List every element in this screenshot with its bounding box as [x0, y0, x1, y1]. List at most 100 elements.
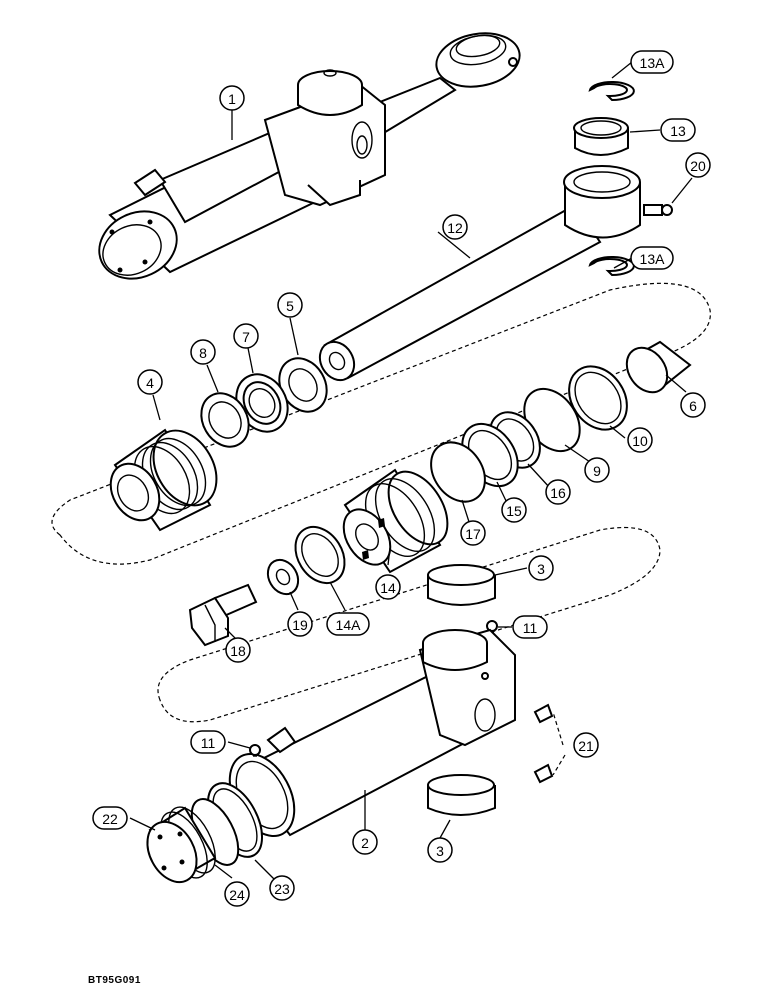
callout-12-marker: [442, 214, 468, 240]
callout-11-marker: [512, 615, 548, 639]
assembly-outline-upper: [51, 282, 711, 565]
callout-17: 17: [460, 520, 486, 546]
callout-1: 1: [219, 85, 245, 111]
callout-8-label: 8: [199, 345, 207, 361]
callout-13: 13: [660, 118, 696, 142]
callout-13a: 13A: [630, 50, 674, 74]
callout-5-label: 5: [286, 298, 294, 314]
callout-10-label: 10: [632, 433, 648, 449]
callout-18: 18: [225, 637, 251, 663]
callout-3-label: 3: [537, 561, 545, 577]
callout-19-marker: [287, 611, 313, 637]
part-7-wiper: [235, 373, 289, 433]
callout-14: 14: [375, 574, 401, 600]
callout-24-label: 24: [229, 887, 245, 903]
callout-7-marker: [233, 323, 259, 349]
callout-13a-marker: [630, 246, 674, 270]
part-13A-snap-ring-upper: [588, 81, 635, 102]
callout-14-marker: [375, 574, 401, 600]
callout-3: 3: [528, 555, 554, 581]
callout-10-marker: [627, 427, 653, 453]
callout-9: 9: [584, 457, 610, 483]
part-8-backup-ring: [200, 392, 250, 448]
callout-10: 10: [627, 427, 653, 453]
part-3-bushing-lower: [427, 774, 496, 816]
part-14A-ring: [294, 526, 346, 584]
part-4-gland: [109, 428, 218, 532]
callout-24: 24: [224, 881, 250, 907]
part-12-piston-rod: [318, 165, 673, 382]
callout-9-marker: [584, 457, 610, 483]
callout-2: 2: [352, 829, 378, 855]
part-21-plugs: [533, 703, 554, 784]
callout-6-marker: [680, 392, 706, 418]
callout-23-marker: [269, 875, 295, 901]
callout-20-marker: [685, 152, 711, 178]
callout-21-label: 21: [578, 738, 594, 754]
callout-13a-label: 13A: [640, 55, 666, 71]
callout-17-label: 17: [465, 526, 481, 542]
callout-5: 5: [277, 292, 303, 318]
callout-3-marker: [427, 837, 453, 863]
callout-14a-marker: [326, 612, 370, 636]
callout-4: 4: [137, 369, 163, 395]
callout-18-marker: [225, 637, 251, 663]
callout-23: 23: [269, 875, 295, 901]
callout-18-label: 18: [230, 643, 246, 659]
callout-17-marker: [460, 520, 486, 546]
callout-13a-label: 13A: [640, 251, 666, 267]
callout-7-label: 7: [242, 329, 250, 345]
callout-14a: 14A: [326, 612, 370, 636]
part-3-bushing-upper: [427, 564, 496, 606]
part-13A-snap-ring-lower: [588, 256, 635, 277]
callout-19-label: 19: [292, 617, 308, 633]
callout-20: 20: [685, 152, 711, 178]
callout-11: 11: [512, 615, 548, 639]
leader-lines: [129, 61, 693, 881]
callout-22-label: 22: [102, 811, 118, 827]
callout-1-marker: [219, 85, 245, 111]
callout-23-label: 23: [274, 881, 290, 897]
callout-13-label: 13: [670, 123, 686, 139]
callout-16: 16: [545, 479, 571, 505]
part-13-bushing: [573, 117, 629, 156]
callout-11-marker: [190, 730, 226, 754]
callout-13a: 13A: [630, 246, 674, 270]
callout-16-marker: [545, 479, 571, 505]
callout-8: 8: [190, 339, 216, 365]
callout-11-label: 11: [523, 620, 538, 636]
callout-3-label: 3: [436, 843, 444, 859]
callout-2-label: 2: [361, 835, 369, 851]
callout-14-label: 14: [380, 580, 396, 596]
callout-20-label: 20: [690, 158, 706, 174]
part-14-piston: [342, 468, 449, 574]
callout-8-marker: [190, 339, 216, 365]
callout-6: 6: [680, 392, 706, 418]
callout-15-label: 15: [506, 503, 522, 519]
callout-4-label: 4: [146, 375, 154, 391]
callout-16-label: 16: [550, 485, 566, 501]
callout-3: 3: [427, 837, 453, 863]
callout-22-marker: [92, 806, 128, 830]
callout-7: 7: [233, 323, 259, 349]
callout-9-label: 9: [593, 463, 601, 479]
part-18-bolt: [188, 583, 258, 647]
callout-6-label: 6: [689, 398, 697, 414]
callout-13-marker: [660, 118, 696, 142]
callout-1-label: 1: [228, 91, 236, 107]
callout-21: 21: [573, 732, 599, 758]
drawing-code: BT95G091: [88, 975, 141, 986]
callout-12: 12: [442, 214, 468, 240]
callout-21-marker: [573, 732, 599, 758]
assembly-outline-lower: [157, 526, 661, 723]
callout-14a-label: 14A: [336, 617, 362, 633]
callout-12-label: 12: [447, 220, 463, 236]
callout-22: 22: [92, 806, 128, 830]
callout-3-marker: [528, 555, 554, 581]
part-11-grease-fitting-lower: [249, 744, 261, 757]
part-17-seal: [430, 441, 486, 503]
part-6-bushing: [625, 340, 692, 394]
callout-15: 15: [501, 497, 527, 523]
